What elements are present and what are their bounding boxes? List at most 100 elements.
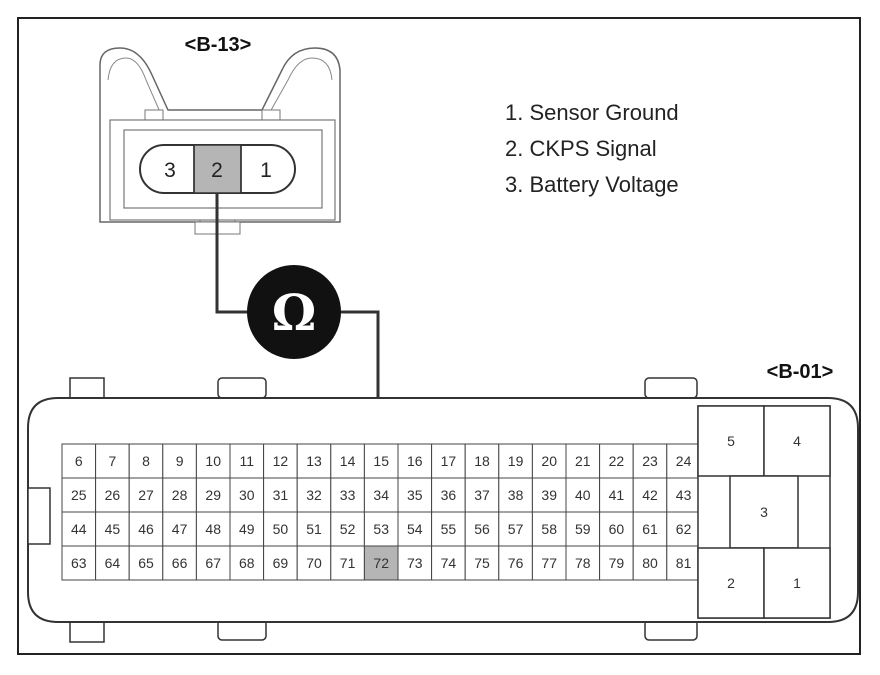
b01-pin-43: 43 [676,487,692,503]
ohm-symbol: Ω [272,283,317,342]
b01-pin-46: 46 [138,521,154,537]
b01-pin-71: 71 [340,555,356,571]
b01-pin-cell [599,477,634,513]
b01-pin-cell [632,511,668,547]
b13-pin-2-highlight [193,144,242,194]
b01-pin-cell [397,443,433,479]
connector-b13: <B-13> 3 2 1 [99,34,341,235]
b01-pin-cell [632,477,668,513]
b01-pin-68: 68 [239,555,255,571]
b01-pin-cell [666,477,701,513]
b01-pin-cell [565,545,601,581]
b01-pin-cell [531,545,567,581]
b01-pin-52: 52 [340,521,356,537]
b01-pin-20: 20 [541,453,557,469]
b01-pin-cell [162,443,197,479]
b13-pin-3: 3 [164,159,176,182]
b01-pin-cell [599,443,634,479]
b01-pin-34: 34 [373,487,389,503]
b01-large-pins: 5 4 3 2 1 [697,405,831,619]
b01-pin-19: 19 [508,453,524,469]
b01-pin-54: 54 [407,521,423,537]
b01-pin-78: 78 [575,555,591,571]
b01-pin-77: 77 [541,555,557,571]
b01-pin-cell [599,545,634,581]
b01-pin-cell [162,511,197,547]
b01-pin-66: 66 [172,555,188,571]
pin-legend: 1. Sensor Ground 2. CKPS Signal 3. Batte… [505,100,679,197]
b01-pin-cell [565,477,601,513]
b01-big-pin-3: 3 [760,504,768,520]
b01-pin-cell [263,443,298,479]
b01-pin-cell [296,545,332,581]
b01-pin-cell [128,545,164,581]
b01-pin-cell [565,511,601,547]
b01-pin-69: 69 [273,555,289,571]
b01-pin-40: 40 [575,487,591,503]
b13-pin-2: 2 [211,159,223,182]
b01-pin-51: 51 [306,521,322,537]
b01-pin-37: 37 [474,487,490,503]
b01-pin-16: 16 [407,453,423,469]
b01-pin-cell [263,545,298,581]
b01-pin-76: 76 [508,555,524,571]
b01-pin-cell [330,511,365,547]
b01-pin-26: 26 [105,487,121,503]
b01-pin-17: 17 [441,453,457,469]
b01-pin-cell [464,545,500,581]
legend-item-1: 1. Sensor Ground [505,100,679,125]
b01-pin-11: 11 [240,453,255,469]
b01-big-pin-1: 1 [793,575,801,591]
b01-pin-21: 21 [575,453,591,469]
b01-pin-cell [498,511,533,547]
b01-pin-cell [498,477,533,513]
b01-big-pin-5: 5 [727,433,735,449]
b01-pin-cell [195,545,231,581]
b01-pin-23: 23 [642,453,658,469]
b01-pin-47: 47 [172,521,188,537]
b01-pin-cell [162,545,197,581]
b01-pin-cell [296,443,332,479]
b01-pin-72: 72 [373,555,389,571]
b01-pin-cell [61,511,97,547]
b01-pin-49: 49 [239,521,255,537]
b01-pin-35: 35 [407,487,423,503]
b01-pin-60: 60 [609,521,625,537]
b01-pin-30: 30 [239,487,255,503]
b01-pin-18: 18 [474,453,490,469]
b01-pin-10: 10 [205,453,221,469]
b01-pin-cell [632,545,668,581]
b01-pin-8: 8 [142,453,150,469]
b01-pin-73: 73 [407,555,423,571]
b01-pin-44: 44 [71,521,87,537]
b01-pin-14: 14 [340,453,356,469]
b01-pin-6: 6 [75,453,83,469]
b01-pin-29: 29 [205,487,221,503]
b01-pin-9: 9 [176,453,184,469]
b01-pin-63: 63 [71,555,87,571]
b01-pin-55: 55 [441,521,457,537]
b01-pin-56: 56 [474,521,490,537]
b01-pin-cell [229,477,265,513]
b01-pin-31: 31 [273,487,289,503]
b01-pin-33: 33 [340,487,356,503]
b01-pin-57: 57 [508,521,524,537]
b01-pin-cell [666,545,701,581]
b01-pin-cell [229,511,265,547]
b01-pin-12: 12 [273,453,289,469]
b01-pin-cell [397,511,433,547]
b01-pin-36: 36 [441,487,457,503]
b01-pin-50: 50 [273,521,289,537]
b01-pin-25: 25 [71,487,87,503]
b01-pin-27: 27 [138,487,154,503]
b01-pin-80: 80 [642,555,658,571]
b01-pin-59: 59 [575,521,591,537]
b01-pin-58: 58 [541,521,557,537]
b01-pin-24: 24 [676,453,692,469]
b01-pin-cell [666,443,701,479]
b01-pin-61: 61 [642,521,658,537]
b01-pin-22: 22 [609,453,625,469]
